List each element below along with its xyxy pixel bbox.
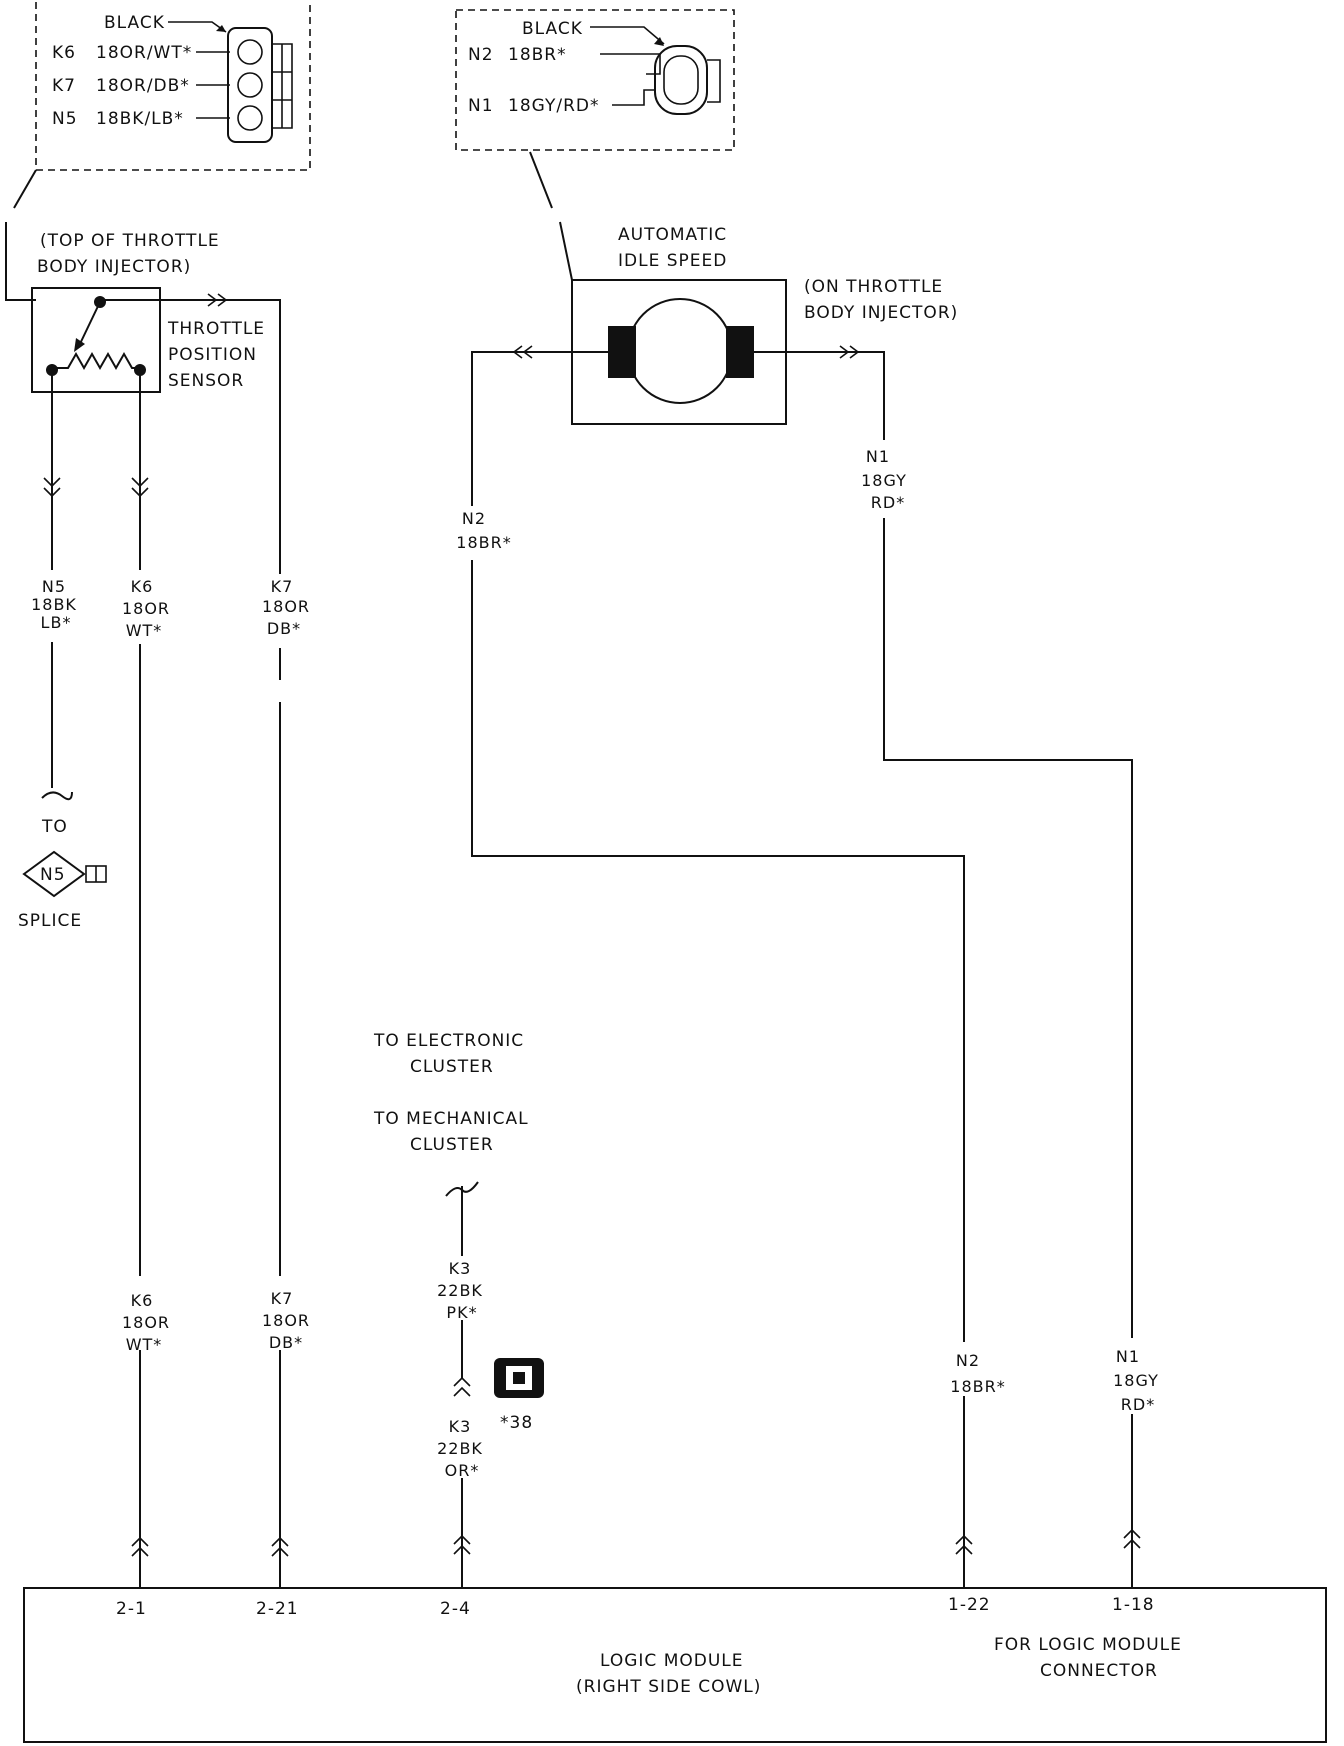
n1-upper-color: RD* <box>871 493 905 512</box>
lm-pin-2-4: 2-4 <box>440 1599 471 1619</box>
n1-upper-circuit: N1 <box>866 447 890 466</box>
k3-upper-size: 22BK <box>437 1281 483 1300</box>
ais-pin-circuit-n1: N1 <box>468 96 494 116</box>
tps-pin-wire-n5: 18BK/LB* <box>96 109 184 129</box>
ais-connector-inset: BLACK N2 18BR* N1 18GY/RD* <box>455 9 735 151</box>
cluster-note-electronic: TO ELECTRONIC <box>373 1031 524 1051</box>
n1-lower-size: 18GY <box>1113 1371 1159 1390</box>
tps-location-line1: (TOP OF THROTTLE <box>40 231 220 251</box>
n5-splice: TO N5 SPLICE <box>18 817 107 931</box>
lm-note-line1: FOR LOGIC MODULE <box>994 1635 1182 1655</box>
lm-pin-2-21: 2-21 <box>256 1599 299 1619</box>
wire-labels: N5 18BK LB* K6 18OR WT* K7 18OR DB* N2 1… <box>31 447 1159 1480</box>
ais-pin-wire-n1: 18GY/RD* <box>508 96 599 116</box>
logic-module: 2-1 2-21 2-4 1-22 1-18 LOGIC MODULE (RIG… <box>23 1587 1327 1743</box>
ais-name-line2: IDLE SPEED <box>618 251 727 271</box>
wire-n1 <box>838 351 1133 1588</box>
connector-38-icon: *38 <box>494 1358 544 1433</box>
lm-pin-2-1: 2-1 <box>116 1599 147 1619</box>
wire-n2 <box>471 351 965 1588</box>
splice-label: SPLICE <box>18 911 82 931</box>
tps-pin-wire-k6: 18OR/WT* <box>96 43 192 63</box>
tps-name-line3: SENSOR <box>168 371 244 391</box>
ais-pin-wire-n2: 18BR* <box>508 45 567 65</box>
tps-pin-circuit-n5: N5 <box>52 109 78 129</box>
k7-lower-color: DB* <box>269 1333 303 1352</box>
connector-chevrons <box>43 293 1141 1557</box>
ais-connector-color: BLACK <box>522 19 583 39</box>
n1-upper-size: 18GY <box>861 471 907 490</box>
k3-upper-circuit: K3 <box>449 1259 472 1278</box>
throttle-position-sensor: (TOP OF THROTTLE BODY INJECTOR) THROTTLE… <box>31 231 265 393</box>
tps-inset-leader <box>5 169 37 301</box>
tps-pin-circuit-k6: K6 <box>52 43 76 63</box>
n5-upper-size: 18BK <box>31 595 77 614</box>
tps-name-line1: THROTTLE <box>167 319 265 339</box>
k3-lower-size: 22BK <box>437 1439 483 1458</box>
n2-lower-wire: 18BR* <box>950 1377 1005 1396</box>
k3-upper-color: PK* <box>446 1303 477 1322</box>
k6-upper-circuit: K6 <box>131 577 154 596</box>
ais-location-line2: BODY INJECTOR) <box>804 303 958 323</box>
tps-connector-body <box>227 27 293 143</box>
lm-name: LOGIC MODULE <box>600 1651 744 1671</box>
cluster-note-electronic-2: CLUSTER <box>410 1057 494 1077</box>
k7-lower-size: 18OR <box>262 1311 310 1330</box>
k7-upper-color: DB* <box>267 619 301 638</box>
cluster-note-mechanical: TO MECHANICAL <box>373 1109 529 1129</box>
k3-lower-color: OR* <box>445 1461 480 1480</box>
k6-lower-color: WT* <box>126 1335 163 1354</box>
n5-upper-circuit: N5 <box>42 577 66 596</box>
tps-name-line2: POSITION <box>168 345 257 365</box>
ais-connector-body <box>654 45 721 115</box>
wires <box>41 299 1133 1588</box>
tps-connector-color: BLACK <box>104 13 165 33</box>
k6-lower-size: 18OR <box>122 1313 170 1332</box>
tps-location-line2: BODY INJECTOR) <box>37 257 191 277</box>
tps-pin-row: K6 18OR/WT* K7 18OR/DB* N5 18BK/LB* <box>52 43 192 129</box>
automatic-idle-speed-motor: AUTOMATIC IDLE SPEED (ON THROTTLE BODY I… <box>528 225 958 425</box>
n1-lower-circuit: N1 <box>1116 1347 1140 1366</box>
k7-upper-circuit: K7 <box>271 577 294 596</box>
k6-upper-color: WT* <box>126 621 163 640</box>
lm-location: (RIGHT SIDE COWL) <box>576 1677 761 1697</box>
k7-upper-size: 18OR <box>262 597 310 616</box>
wire-k7 <box>200 299 281 1588</box>
ais-name-line1: AUTOMATIC <box>618 225 727 245</box>
connector-38-ref: *38 <box>500 1413 533 1433</box>
lm-pin-1-22: 1-22 <box>948 1595 991 1615</box>
n2-lower-circuit: N2 <box>956 1351 980 1370</box>
tps-pin-circuit-k7: K7 <box>52 76 76 96</box>
k6-lower-circuit: K6 <box>131 1291 154 1310</box>
k3-lower-circuit: K3 <box>449 1417 472 1436</box>
ais-location-line1: (ON THROTTLE <box>804 277 943 297</box>
n2-upper-wire: 18BR* <box>456 533 511 552</box>
ais-pin-circuit-n2: N2 <box>468 45 494 65</box>
n5-upper-color: LB* <box>41 613 72 632</box>
k6-upper-size: 18OR <box>122 599 170 618</box>
tps-pin-wire-k7: 18OR/DB* <box>96 76 190 96</box>
lm-pin-1-18: 1-18 <box>1112 1595 1155 1615</box>
cluster-notes: TO ELECTRONIC CLUSTER TO MECHANICAL CLUS… <box>373 1031 529 1155</box>
tps-connector-inset: BLACK K6 18OR/WT* K7 18OR/DB* N5 18BK/LB… <box>35 2 311 171</box>
splice-to-label: TO <box>41 817 68 837</box>
n2-upper-circuit: N2 <box>462 509 486 528</box>
splice-id: N5 <box>40 865 66 885</box>
lm-note-line2: CONNECTOR <box>1040 1661 1158 1681</box>
cluster-note-mechanical-2: CLUSTER <box>410 1135 494 1155</box>
ais-inset-leader <box>529 151 573 281</box>
n1-lower-color: RD* <box>1121 1395 1155 1414</box>
k7-lower-circuit: K7 <box>271 1289 294 1308</box>
